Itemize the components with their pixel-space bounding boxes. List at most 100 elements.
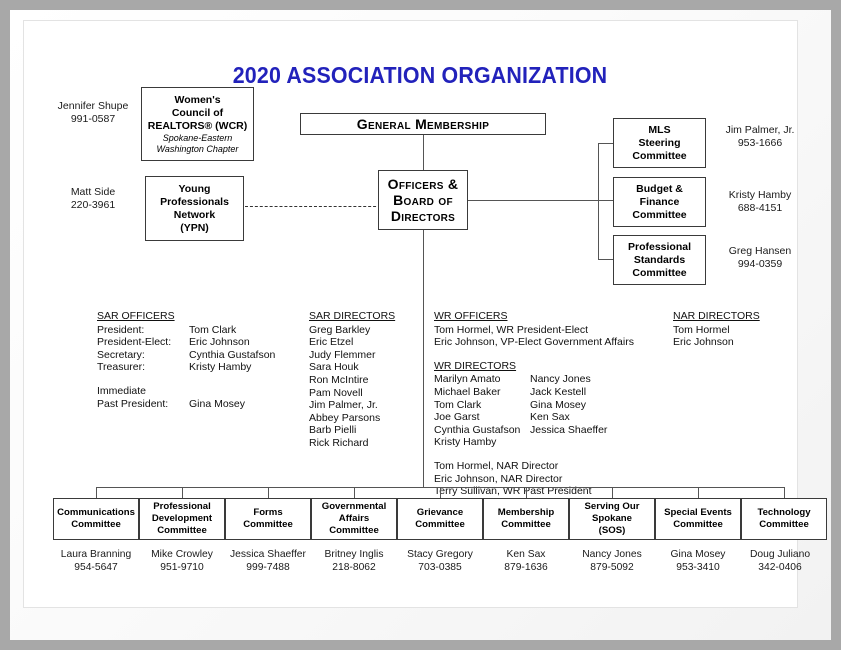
committee-stub-8 (698, 487, 699, 498)
list-item: Greg Barkley (309, 323, 371, 336)
committee-box-grievance[interactable]: Grievance Committee (397, 498, 483, 540)
node-professional-standards-committee[interactable]: Professional Standards Committee (613, 235, 706, 285)
node-mls-steering-committee[interactable]: MLS Steering Committee (613, 118, 706, 168)
node-general-membership[interactable]: General Membership (300, 113, 546, 135)
committee-box-governmental-affairs[interactable]: Governmental Affairs Committee (311, 498, 397, 540)
committee-box-communications[interactable]: Communications Committee (53, 498, 139, 540)
list-item: Jim Palmer, Jr. (309, 399, 378, 412)
contact-wcr-name: Jennifer Shupe (57, 100, 129, 112)
list-item: Jessica Shaeffer (530, 423, 608, 436)
node-officers-board-of-directors[interactable]: Officers & Board of Directors (378, 170, 468, 230)
committee-line1: Serving Our (584, 501, 640, 512)
node-womens-council-of-realtors[interactable]: Women's Council of REALTORS® (WCR) Spoka… (141, 87, 254, 161)
committee-contact-name: Mike Crowley (151, 549, 213, 560)
committee-line1: Grievance (416, 507, 464, 518)
committee-contact-phone: 999-7488 (246, 562, 290, 573)
list-item: Terry Sullivan, WR Past President (434, 485, 592, 498)
committee-line1: Special Events (664, 507, 732, 518)
roster-sar-officers-heading: SAR OFFICERS (97, 310, 175, 322)
contact-budget-phone: 688-4151 (737, 202, 783, 214)
committee-stub-7 (612, 487, 613, 498)
list-item: Michael Baker (434, 385, 501, 398)
roster-wr-directors-heading: WR DIRECTORS (434, 359, 517, 372)
committee-box-membership[interactable]: Membership Committee (483, 498, 569, 540)
contact-ypn-phone: 220-3961 (70, 199, 116, 211)
roster-row: Treasurer:Kristy Hamby (97, 361, 275, 374)
general-membership-label: General Membership (356, 116, 490, 132)
committee-contact-phone: 703-0385 (418, 562, 462, 573)
committee-line1: Technology (757, 507, 811, 518)
committee-line1: Communications (57, 507, 135, 518)
roster-row: Secretary:Cynthia Gustafson (97, 349, 275, 362)
connector-bus-to-mls (598, 143, 615, 144)
ypn-line2: Professionals (160, 195, 229, 208)
contact-budget-name: Kristy Hamby (728, 189, 792, 201)
contact-prof-standards-name: Greg Hansen (728, 245, 792, 257)
connector-bus-to-professional-standards (598, 259, 615, 260)
committee-box-technology[interactable]: Technology Committee (741, 498, 827, 540)
ypn-line3: Network (173, 208, 216, 221)
committee-contact-technology: Doug Juliano 342-0406 (733, 548, 827, 574)
roster-row: Past President:Gina Mosey (97, 398, 275, 411)
list-item: Eric Johnson, NAR Director (434, 472, 563, 485)
list-item: Abbey Parsons (309, 411, 381, 424)
node-young-professionals-network[interactable]: Young Professionals Network (YPN) (145, 176, 244, 241)
contact-wcr: Jennifer Shupe 991-0587 (48, 100, 138, 126)
committee-contact-phone: 879-5092 (590, 562, 634, 573)
committee-contact-serving-our-spokane: Nancy Jones 879-5092 (565, 548, 659, 574)
committee-box-forms[interactable]: Forms Committee (225, 498, 311, 540)
contact-ypn-name: Matt Side (70, 186, 116, 198)
roster-spacer (434, 349, 640, 360)
sar-officer-role: Treasurer: (97, 361, 146, 374)
roster-row: President:Tom Clark (97, 324, 275, 337)
list-item: Eric Johnson (673, 336, 734, 349)
committee-stub-4 (354, 487, 355, 498)
committee-line1: Professional (153, 501, 211, 512)
committee-line2: Development (151, 513, 213, 524)
wcr-sub2: Washington Chapter (156, 143, 239, 154)
list-item: Eric Etzel (309, 336, 354, 349)
board-line1: Officers & (387, 176, 459, 192)
mls-line3: Committee (632, 149, 687, 162)
roster-nar-directors-heading: NAR DIRECTORS (673, 310, 760, 322)
roster-row: President-Elect:Eric Johnson (97, 336, 275, 349)
committee-line3: (SOS) (598, 525, 626, 536)
committee-box-serving-our-spokane[interactable]: Serving Our Spokane (SOS) (569, 498, 655, 540)
wcr-sub1: Spokane-Eastern (162, 132, 233, 143)
committee-line1: Forms (253, 507, 283, 518)
sar-officer-name: Eric Johnson (189, 336, 250, 349)
sar-officer-name: Tom Clark (189, 323, 237, 336)
roster-spacer (97, 374, 275, 385)
committee-contact-professional-development: Mike Crowley 951-9710 (135, 548, 229, 574)
committee-contact-phone: 879-1636 (504, 562, 548, 573)
committee-contact-grievance: Stacy Gregory 703-0385 (393, 548, 487, 574)
committee-contact-name: Laura Branning (60, 549, 132, 560)
connector-board-to-right-bus (468, 200, 599, 201)
committee-line1: Membership (497, 507, 555, 518)
committee-stub-6 (526, 487, 527, 498)
list-item: Pam Novell (309, 386, 363, 399)
sar-officer-role: Secretary: (97, 348, 145, 361)
roster-spacer (434, 449, 640, 460)
right-vertical-bus (598, 143, 599, 259)
committee-line2: Committee (501, 519, 551, 530)
committee-contact-governmental-affairs: Britney Inglis 218-8062 (307, 548, 401, 574)
list-item: Barb Pielli (309, 424, 357, 437)
committee-line2: Committee (415, 519, 465, 530)
committee-contact-special-events: Gina Mosey 953-3410 (651, 548, 745, 574)
committee-line2: Affairs (338, 513, 370, 524)
committee-box-special-events[interactable]: Special Events Committee (655, 498, 741, 540)
committee-contact-name: Gina Mosey (670, 549, 726, 560)
committee-stub-2 (182, 487, 183, 498)
roster-nar-directors: NAR DIRECTORS Tom Hormel Eric Johnson (673, 310, 760, 349)
committee-stub-5 (440, 487, 441, 498)
sar-past-president-label-line2: Past President: (97, 397, 169, 410)
committee-contact-forms: Jessica Shaeffer 999-7488 (219, 548, 317, 574)
committee-box-professional-development[interactable]: Professional Development Committee (139, 498, 225, 540)
committee-stub-9 (784, 487, 785, 498)
list-item: Ken Sax (530, 411, 570, 424)
committee-contact-phone: 218-8062 (332, 562, 376, 573)
committee-contact-name: Doug Juliano (749, 549, 811, 560)
node-budget-finance-committee[interactable]: Budget & Finance Committee (613, 177, 706, 227)
